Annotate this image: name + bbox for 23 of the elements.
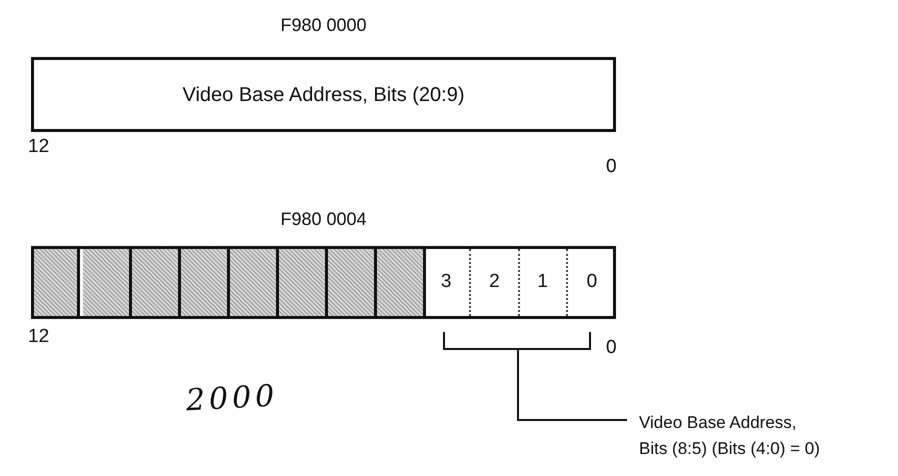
reserved-bit-cell: [83, 249, 132, 316]
bit-index: 0: [606, 337, 617, 358]
reserved-bit-cell: [377, 249, 426, 316]
leader-line: [517, 349, 627, 421]
reserved-bit-cell: [279, 249, 328, 316]
bit-number: 3: [440, 270, 452, 294]
bracket: [443, 332, 591, 350]
bit-index: 0: [606, 156, 617, 177]
register-address: F980 0004: [280, 210, 367, 228]
reserved-bit-cell: [328, 249, 377, 316]
register-address: F980 0000: [280, 16, 367, 34]
bit-number: 1: [537, 270, 548, 294]
reserved-bit-cell: [34, 249, 80, 316]
bit-index: 12: [28, 136, 50, 157]
bit-index: 12: [28, 326, 50, 347]
leader-text: Video Base Address, Bits (8:5) (Bits (4:0) = 0): [639, 412, 821, 460]
reserved-bit-cell: [230, 249, 279, 316]
bit-number: 0: [586, 270, 598, 294]
reserved-bit-cell: [181, 249, 230, 316]
reserved-bit-cell: [132, 249, 181, 316]
bit-number: 2: [489, 270, 500, 294]
handwritten-note: 2000: [185, 378, 280, 418]
field-label: Video Base Address, Bits (20:9): [182, 82, 464, 108]
